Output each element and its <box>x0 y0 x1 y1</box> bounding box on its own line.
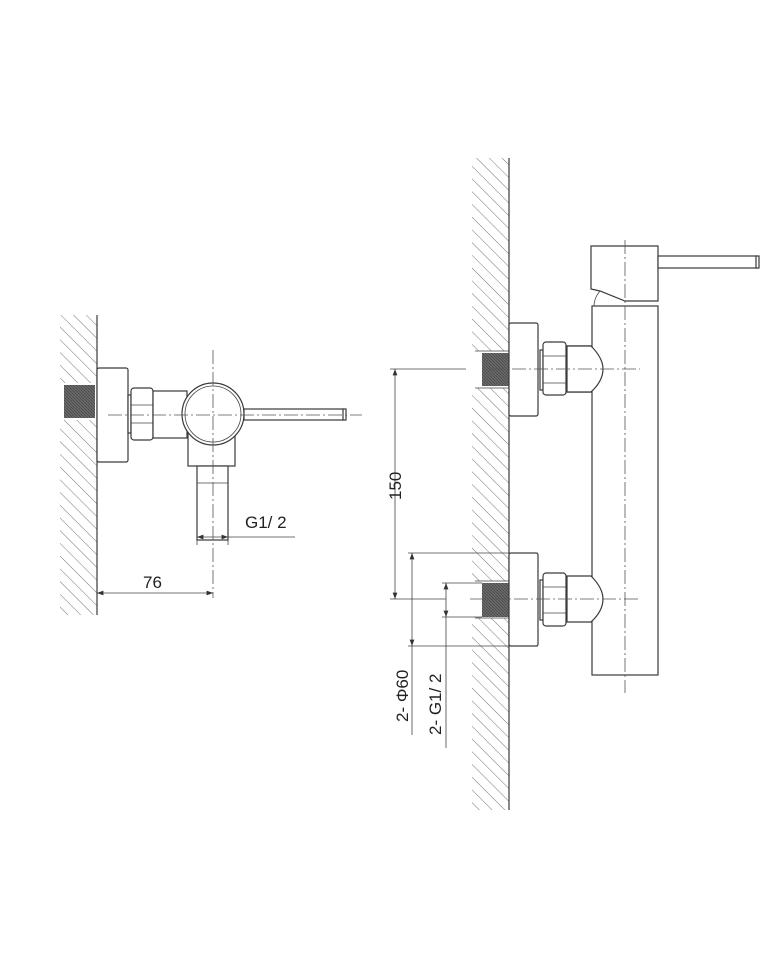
upper-wall-plate <box>508 322 539 417</box>
lever-handle <box>243 408 345 421</box>
upper-hex-nut <box>542 341 567 396</box>
outlet-stub <box>196 465 229 541</box>
side-view: G1/ 2 76 <box>60 315 362 615</box>
inlet-thread <box>64 385 95 418</box>
inlet-thread-dimension: 2- G1/ 2 <box>426 674 445 735</box>
plate-diameter-dimension: 2- Φ60 <box>393 670 412 722</box>
upper-inlet-thread <box>482 353 509 386</box>
valve-body-circle <box>181 382 245 446</box>
offset-dimension: 76 <box>143 573 162 592</box>
collar <box>152 390 188 439</box>
lower-inlet-thread <box>482 583 509 617</box>
hex-nut <box>130 387 154 441</box>
handle-head <box>590 245 659 302</box>
wall-hatch <box>60 315 97 615</box>
inlet-spacing-dimension: 150 <box>386 472 405 500</box>
lower-wall-plate <box>508 552 539 647</box>
front-view: 150 2- Φ60 2- G1/ 2 <box>386 158 760 810</box>
outlet-thread-dimension: G1/ 2 <box>245 513 287 532</box>
wall-hatch <box>472 158 509 810</box>
lower-hex-nut <box>542 572 567 627</box>
lever-handle <box>657 255 758 269</box>
